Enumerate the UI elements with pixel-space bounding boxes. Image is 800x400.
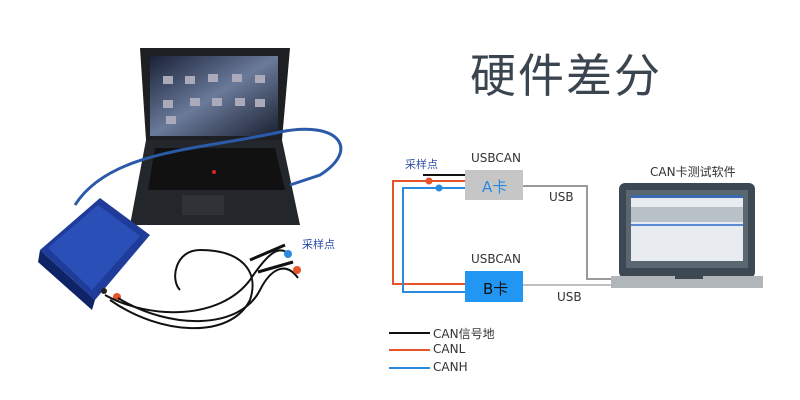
legend-label-gnd: CAN信号地	[433, 327, 495, 341]
legend-label-canh: CANH	[433, 360, 468, 374]
card-a-box	[465, 170, 523, 200]
card-b-label: B卡	[483, 280, 509, 298]
card-b-header: USBCAN	[471, 252, 521, 266]
canl-sample-dot	[425, 177, 433, 185]
card-a-header: USBCAN	[471, 151, 521, 165]
legend-label-canl: CANL	[433, 342, 466, 356]
card-a-label: A卡	[482, 178, 508, 196]
software-laptop	[611, 183, 763, 288]
photo-sample-point-label: 采样点	[302, 238, 335, 251]
photo-canl-point	[293, 266, 301, 274]
page-title: 硬件差分	[470, 49, 662, 103]
sample-point-label: 采样点	[405, 158, 438, 171]
photo-usbcan-device	[38, 198, 150, 310]
canh-wire	[402, 187, 465, 293]
usb-wire-a	[523, 185, 612, 280]
photo-usb-cable	[73, 127, 343, 206]
photo-canh-point	[284, 250, 292, 258]
card-b-box	[465, 271, 523, 302]
canh-sample-dot	[435, 184, 443, 192]
photo-screen-icons	[163, 74, 265, 124]
card-b-usb-label: USB	[557, 290, 582, 304]
card-a-usb-label: USB	[549, 190, 574, 204]
software-label: CAN卡测试软件	[650, 165, 736, 179]
